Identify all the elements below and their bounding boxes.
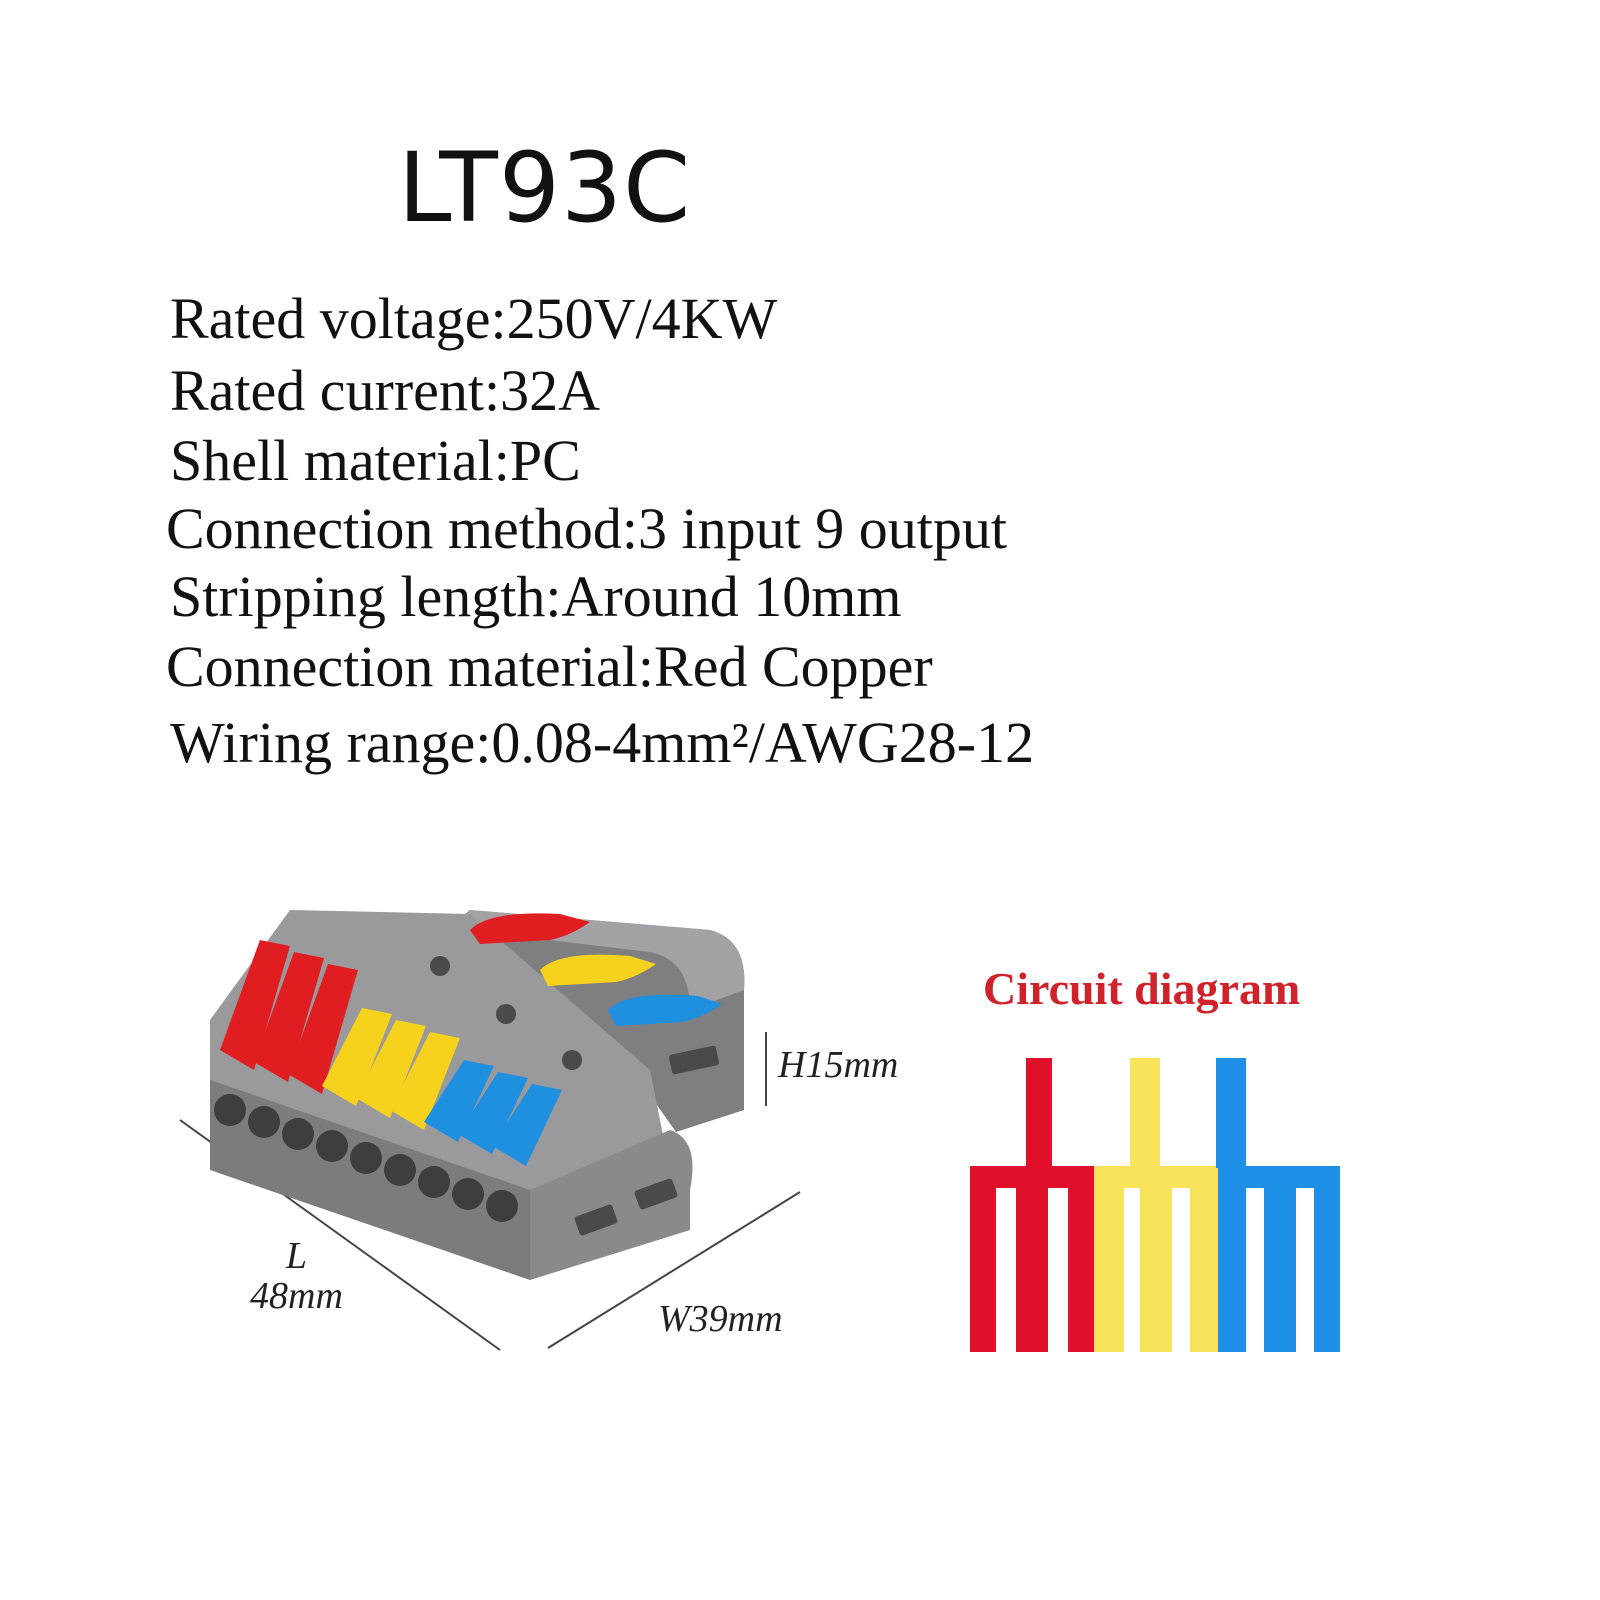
circuit-diagram (970, 1058, 1340, 1352)
spec-shell-material: Shell material:PC (170, 428, 581, 493)
circuit-blue-group (1216, 1058, 1340, 1352)
spec-rated-voltage: Rated voltage:250V/4KW (170, 286, 778, 351)
height-dimension-label: H15mm (778, 1044, 899, 1086)
spec-connection-material: Connection material:Red Copper (166, 634, 933, 699)
connector-product-image (179, 910, 801, 1351)
circuit-red-group (970, 1058, 1094, 1352)
spec-rated-current: Rated current:32A (170, 358, 601, 423)
spec-wiring-range: Wiring range:0.08-4mm²/AWG28-12 (170, 710, 1035, 775)
width-dimension-label: W39mm (658, 1298, 783, 1340)
circuit-yellow-group (1094, 1058, 1218, 1352)
product-title: LT93C (398, 132, 692, 244)
length-dimension-label: L 48mm (250, 1235, 343, 1317)
spec-connection-method: Connection method:3 input 9 output (166, 496, 1007, 561)
circuit-diagram-title: Circuit diagram (983, 963, 1301, 1014)
spec-stripping-length: Stripping length:Around 10mm (170, 564, 902, 629)
